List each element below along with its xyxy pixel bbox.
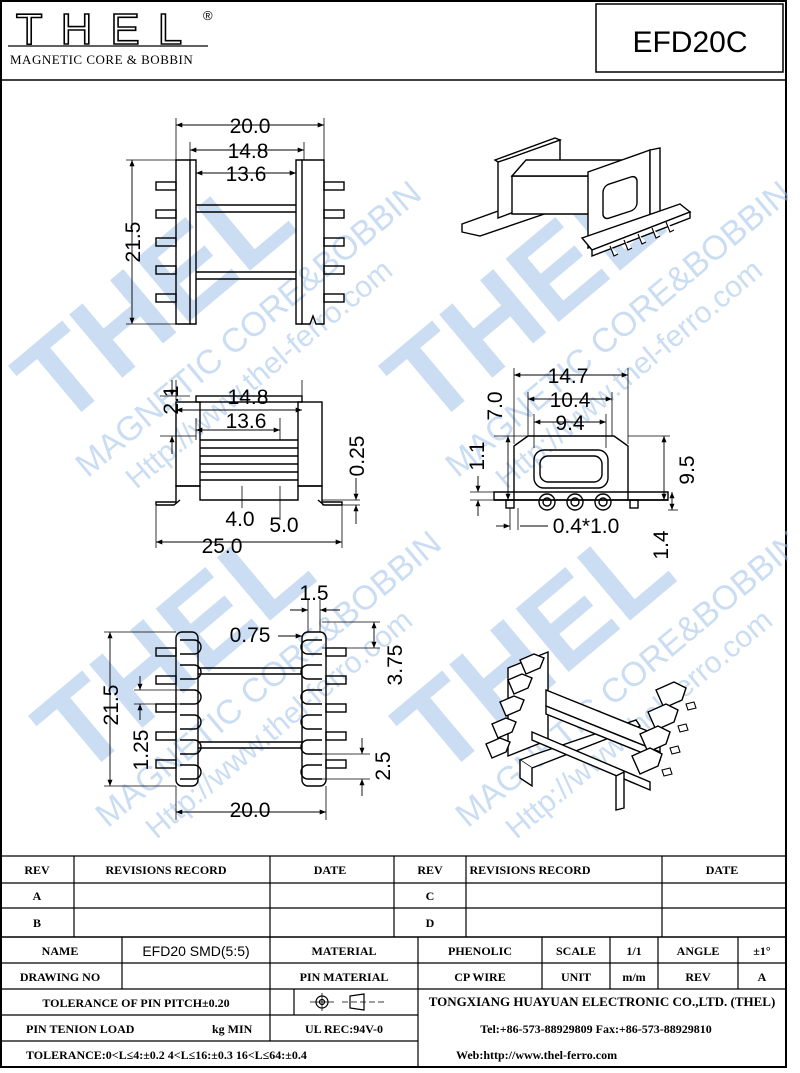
dim-label: 7.0 [484,391,507,420]
rev-header: REV [24,863,50,877]
dim-label: 0.25 [346,436,369,477]
rev-header: REV [417,863,443,877]
dim-label: 5.0 [269,514,298,537]
part-number: EFD20C [632,26,747,59]
scale-value: 1/1 [626,944,641,958]
dim-label: 13.6 [226,410,267,433]
dim-label: 1.5 [299,582,328,605]
revisions-record-header: REVISIONS RECORD [469,863,590,877]
top-view-dimensions: 20.0 14.8 13.6 21.5 [122,115,270,262]
angle-label: ANGLE [677,944,720,958]
rev-b: B [33,916,41,930]
pin-material-value: CP WIRE [454,970,505,984]
registered-mark: ® [203,8,213,23]
dim-label: 0.75 [230,624,271,647]
material-value: PHENOLIC [448,944,512,958]
revisions-record-header: REVISIONS RECORD [105,863,226,877]
front-view-dimensions: 2.1 14.8 13.6 0.25 4.0 5.0 25.0 [160,385,369,558]
contact-phone-fax: Tel:+86-573-88929809 Fax:+86-573-8892981… [480,1022,712,1036]
dim-label: 9.5 [676,455,699,484]
brand-logo: THEL ® MAGNETIC CORE & BOBBIN [8,4,213,67]
dim-label: 1.1 [466,441,489,470]
dim-label: 1.4 [650,530,673,560]
rev-value: A [758,970,767,984]
side-view [470,368,678,530]
scale-label: SCALE [556,944,596,958]
dim-label: 0.4*1.0 [553,515,620,538]
front-view [155,380,360,548]
watermark: THEL MAGNETIC CORE&BOBBIN Http://www.the… [0,146,800,845]
dim-label: 21.5 [122,222,145,263]
dim-label: 14.8 [228,386,269,409]
dim-label: 13.6 [226,163,267,186]
material-label: MATERIAL [311,944,376,958]
iso-view-top [461,137,692,258]
date-header: DATE [706,863,738,877]
top-view [126,118,345,325]
brand-subtitle: MAGNETIC CORE & BOBBIN [10,52,193,67]
pin-material-label: PIN MATERIAL [300,970,389,984]
dim-label: 2.5 [372,751,395,780]
dim-label: 2.1 [160,385,183,414]
rev-d: D [426,916,435,930]
angle-value: ±1° [753,944,771,958]
iso-view-bottom [485,650,697,811]
pin-pitch-tolerance: TOLERANCE OF PIN PITCH±0.20 [42,996,229,1010]
dim-label: 25.0 [202,535,243,558]
date-header: DATE [314,863,346,877]
drawing-no-label: DRAWING NO [20,970,100,984]
title-block-text: REV REVISIONS RECORD DATE REV REVISIONS … [20,863,775,1062]
name-value: EFD20 SMD(5:5) [142,943,249,959]
part-number-box [595,3,784,73]
header: THEL ® MAGNETIC CORE & BOBBIN EFD20C [8,3,784,73]
dim-label: 20.0 [230,799,271,822]
sheet-border [0,0,787,1068]
name-label: NAME [42,944,79,958]
bottom-view [104,600,380,820]
pin-tension-label: PIN TENION LOAD [26,1022,135,1036]
dim-label: 4.0 [225,508,254,531]
rev-label: REV [685,970,711,984]
dim-label: 9.4 [555,412,585,435]
dim-label: 14.8 [228,140,269,163]
bottom-view-dimensions: 1.5 0.75 3.75 21.5 1.25 2.5 20.0 [100,582,407,822]
dim-label: 21.5 [100,685,123,726]
company-name: TONGXIANG HUAYUAN ELECTRONIC CO.,LTD. (T… [429,994,776,1009]
company-web: Web:http://www.thel-ferro.com [456,1048,617,1062]
dim-label: 14.7 [548,365,589,388]
dim-label: 20.0 [230,115,271,138]
pin-tension-unit: kg MIN [212,1022,253,1036]
title-block [1,855,786,1067]
unit-label: UNIT [561,970,591,984]
dim-label: 1.25 [130,730,153,771]
rev-a: A [33,889,42,903]
tolerance-note: TOLERANCE:0<L≤4:±0.2 4<L≤16:±0.3 16<L≤64… [26,1048,307,1062]
rev-c: C [426,889,435,903]
side-view-dimensions: 14.7 10.4 9.4 7.0 1.1 9.5 0.4*1.0 1.4 [466,365,699,560]
ul-rec: UL REC:94V-0 [305,1022,383,1036]
dim-label: 10.4 [550,389,591,412]
logo-text: THEL [16,5,200,54]
unit-value: m/m [622,970,645,984]
dim-label: 3.75 [384,645,407,686]
